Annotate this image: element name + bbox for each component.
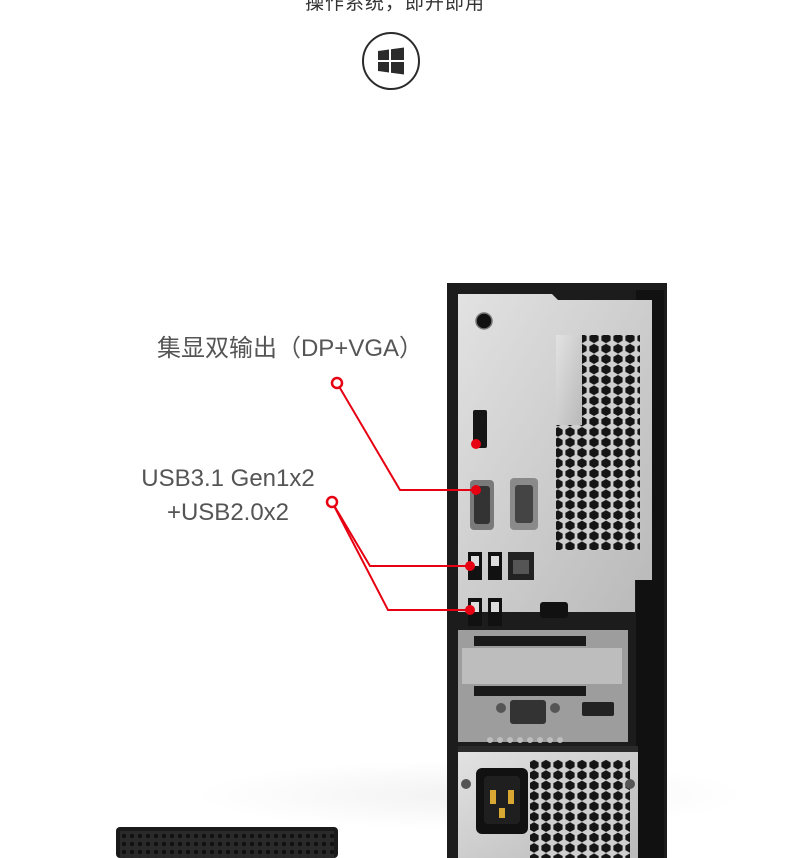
usb-label-line-1: USB3.1 Gen1x2 xyxy=(141,465,315,492)
usb-label-line-2: +USB2.0x2 xyxy=(166,499,290,526)
psu-vent xyxy=(530,760,630,858)
windows-logo-icon xyxy=(362,32,420,90)
usb-port-dot-lower xyxy=(465,605,475,615)
display-callout-marker xyxy=(330,376,344,390)
usb-callout-line-lower xyxy=(331,501,470,611)
audio-jack xyxy=(475,312,493,330)
display-output-label: 集显双输出（DP+VGA） xyxy=(156,335,424,362)
expansion-hdmi-port xyxy=(582,702,614,716)
usb-ports-label: USB3.1 Gen1x2 +USB2.0x2 xyxy=(128,462,328,530)
usb-port-dot-upper xyxy=(465,561,475,571)
power-connector xyxy=(540,602,568,618)
display-callout-line xyxy=(336,382,476,491)
displayport-port xyxy=(473,410,487,448)
expansion-vga-port xyxy=(510,700,546,724)
os-caption: 操作系统，即开即用 xyxy=(304,0,485,14)
dp-port-dot xyxy=(471,439,481,449)
vga-port-dot xyxy=(471,485,481,495)
usb-callout-marker xyxy=(325,495,339,509)
usb-callout-line-upper xyxy=(331,501,470,567)
